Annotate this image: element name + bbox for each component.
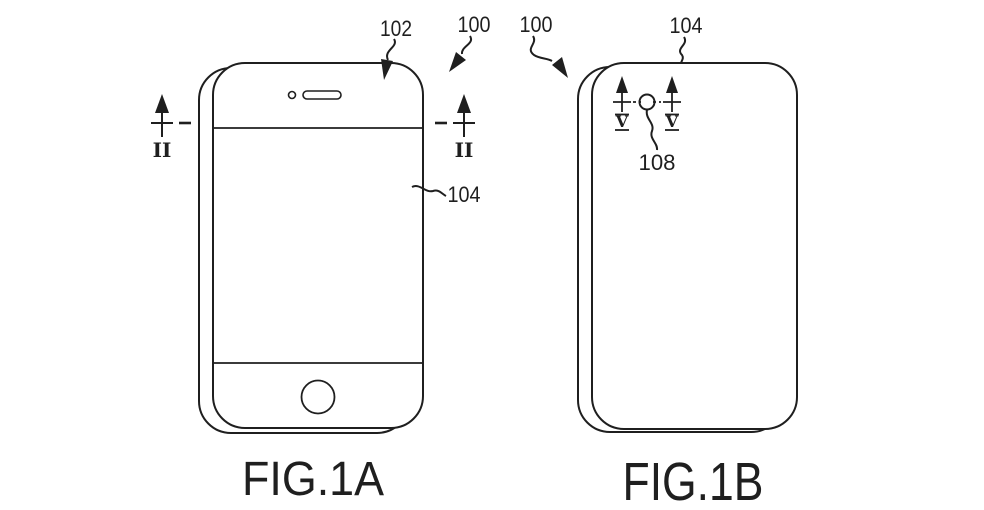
rear-section-marker-right: V — [663, 76, 681, 131]
section-numeral-label: II — [153, 138, 172, 162]
rear-feature-circle-icon — [638, 93, 656, 111]
reference-104-fig1a: 104 — [411, 182, 481, 207]
section-arrow-icon — [457, 94, 471, 113]
leader-arrowhead-icon — [381, 59, 393, 80]
figure-1b-caption: FIG.1B — [623, 452, 764, 510]
leader-squiggle — [645, 109, 659, 151]
section-arrow-icon — [666, 76, 678, 93]
leader-squiggle — [386, 38, 396, 61]
reference-104-fig1b: 104 — [670, 13, 703, 64]
reference-108: 108 — [639, 109, 676, 175]
rear-section-marker-left: V — [613, 76, 631, 131]
ref-label-104: 104 — [448, 182, 481, 207]
figure-1a-caption: FIG.1A — [242, 453, 384, 506]
phone-rear-face-outline — [591, 62, 798, 430]
leader-arrowhead-icon — [449, 52, 466, 72]
leader-squiggle — [411, 185, 447, 197]
ref-label-102: 102 — [380, 16, 412, 41]
phone-front-face-outline — [212, 62, 424, 429]
figure-1b: V V 108 100 104 — [520, 12, 798, 510]
leader-squiggle — [461, 35, 473, 55]
leader-squiggle — [679, 36, 687, 64]
reference-100-fig1b: 100 — [520, 12, 568, 78]
figure-1a: II II 102 100 104 FIG.1A — [151, 12, 491, 506]
home-button-icon — [300, 379, 336, 415]
ref-label-100: 100 — [520, 12, 553, 37]
ref-label-104: 104 — [670, 13, 703, 38]
reference-102: 102 — [380, 16, 412, 80]
speaker-slot-icon — [302, 90, 342, 100]
reference-100-fig1a: 100 — [449, 12, 491, 72]
section-numeral-label: V — [615, 112, 629, 131]
section-marker-right: II — [435, 94, 475, 162]
section-marker-left: II — [151, 94, 191, 162]
section-numeral-label: V — [665, 112, 679, 131]
front-camera-icon — [287, 90, 297, 100]
section-numeral-label: II — [455, 138, 474, 162]
section-arrow-icon — [616, 76, 628, 93]
section-arrow-icon — [155, 94, 169, 113]
leader-arrowhead-icon — [552, 57, 568, 78]
ref-label-108: 108 — [639, 150, 676, 175]
leader-squiggle — [529, 35, 553, 62]
ref-label-100: 100 — [458, 12, 491, 37]
